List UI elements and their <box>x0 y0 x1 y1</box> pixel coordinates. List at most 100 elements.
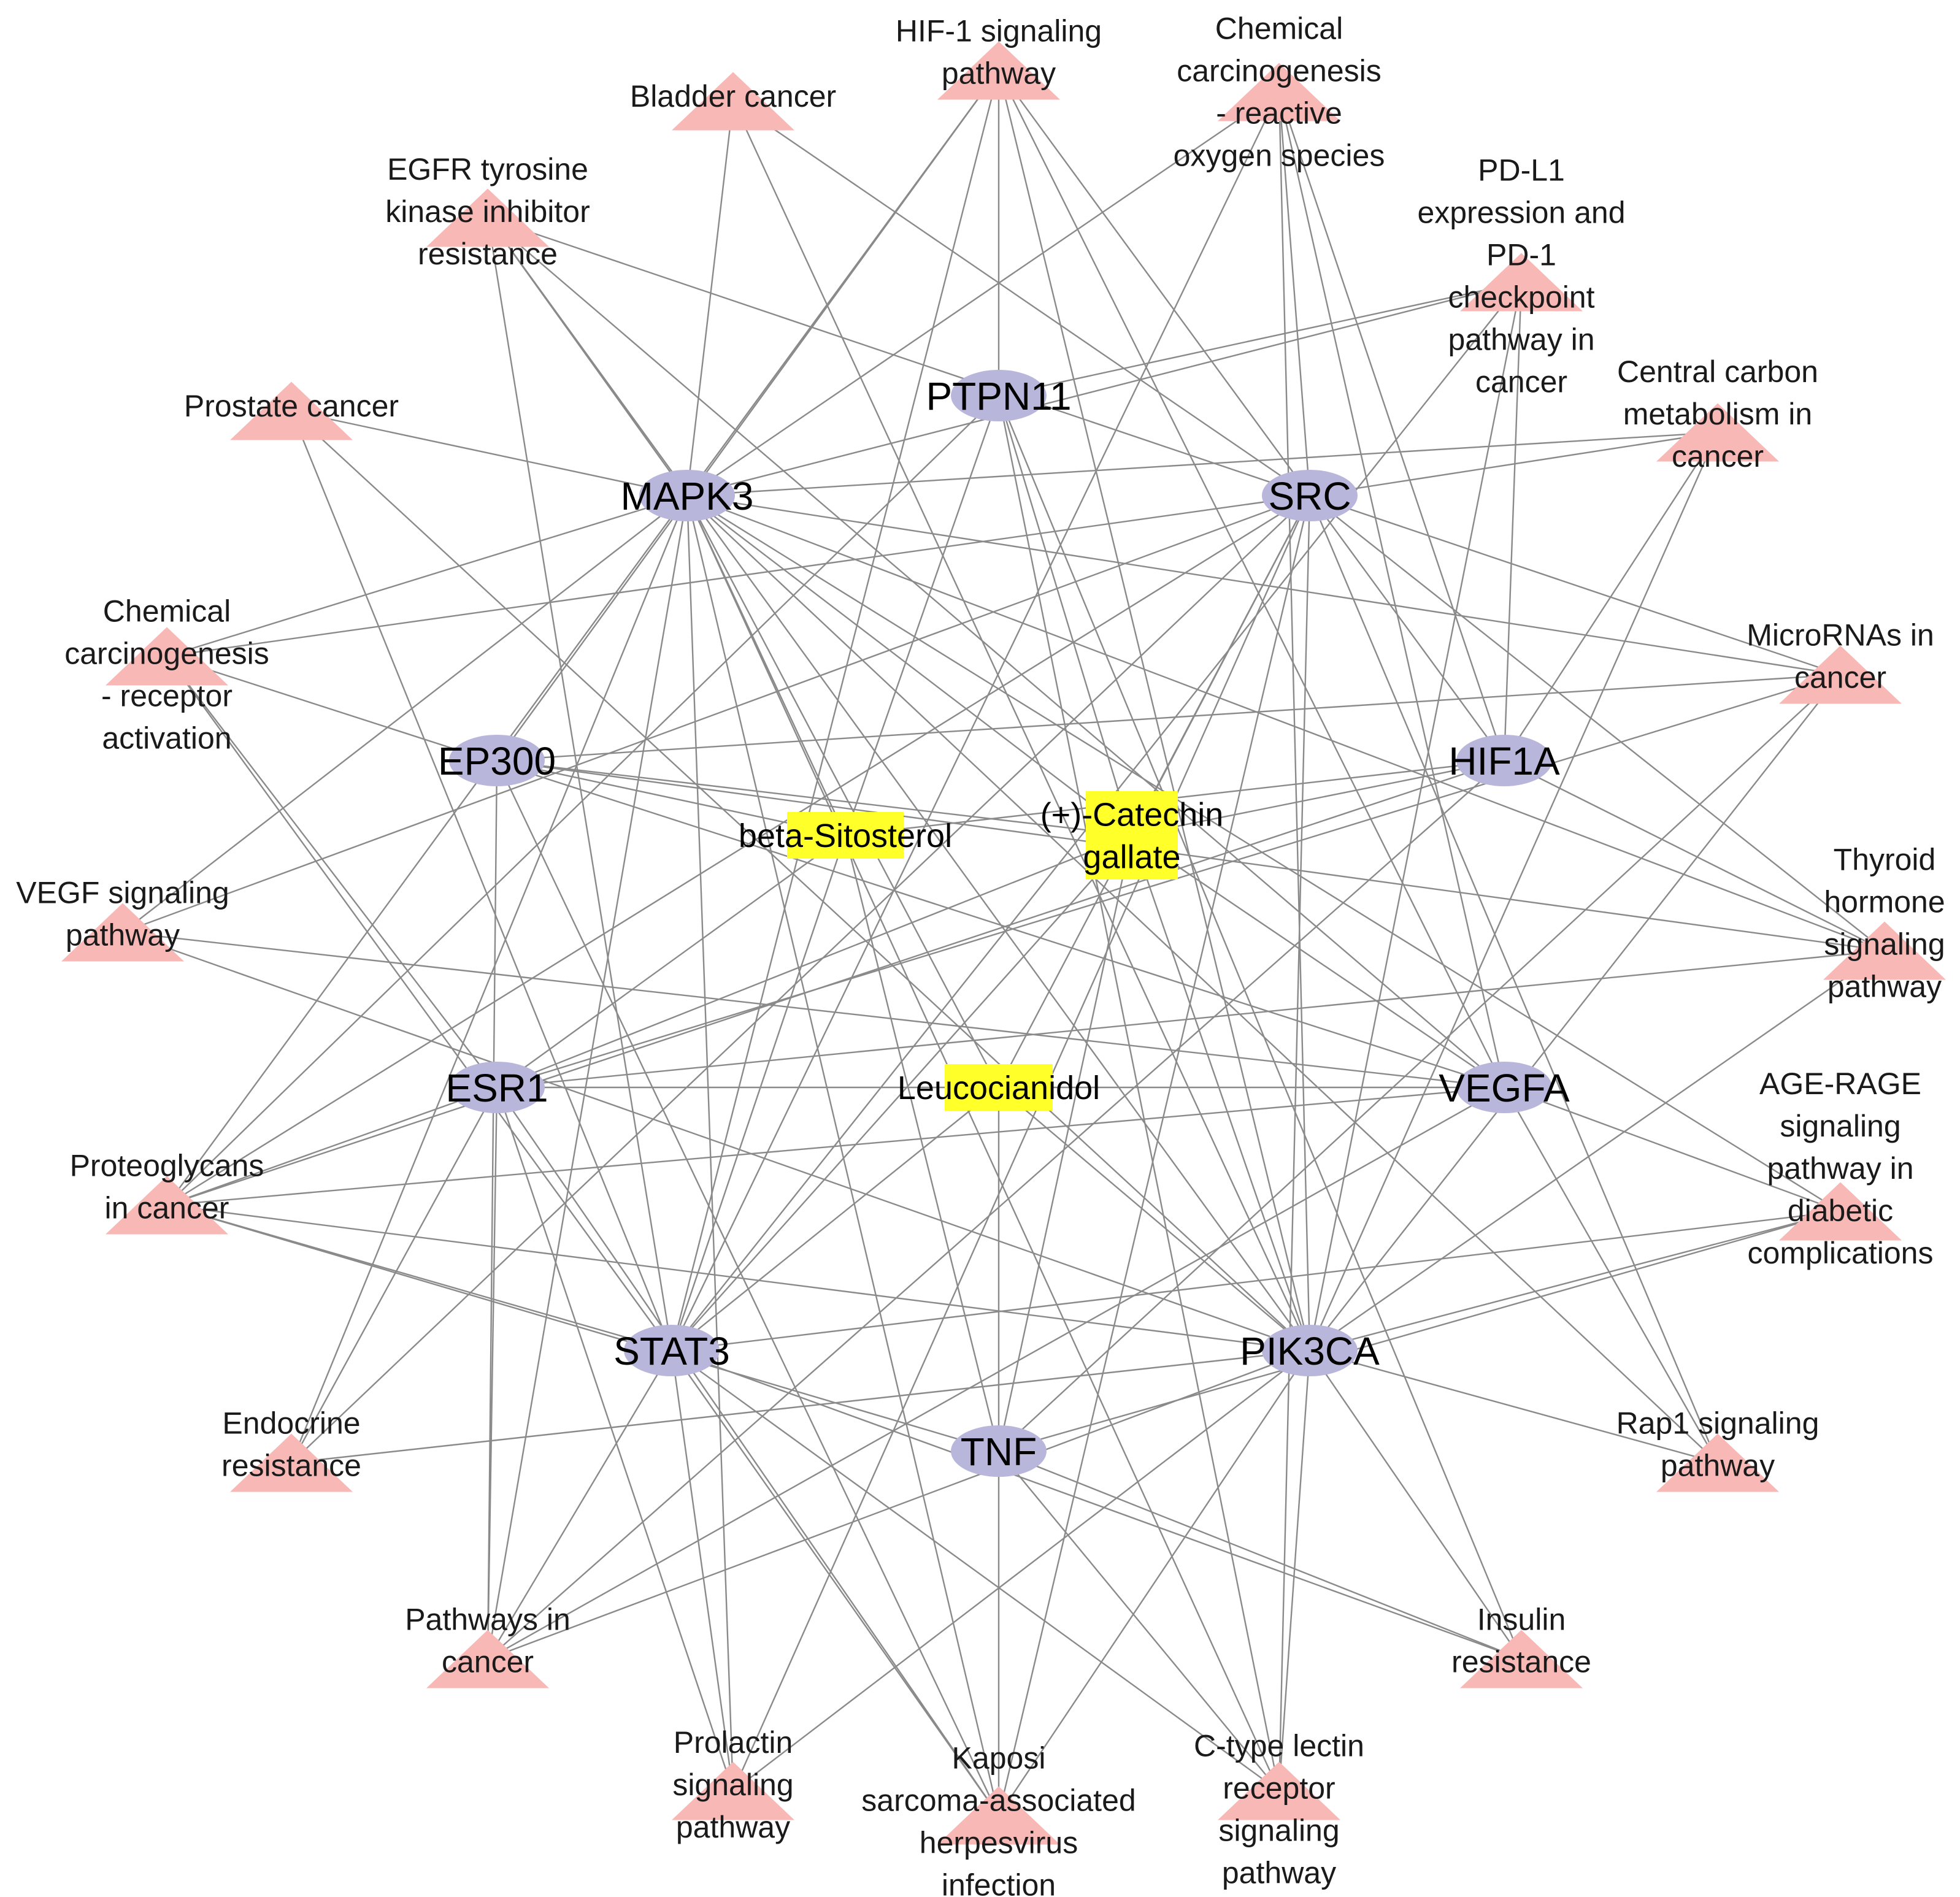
edge-insulin-PIK3CA <box>1309 1350 1522 1660</box>
edge-egfr-PIK3CA <box>487 217 1310 1351</box>
pathway-triangle <box>1656 403 1779 462</box>
pathway-label: pathway <box>1827 970 1942 1004</box>
edge-prostate-MAPK3 <box>291 410 688 497</box>
gene-ellipse <box>1262 470 1358 521</box>
pathway-label: Insulin <box>1477 1603 1566 1637</box>
edge-agerage-MAPK3 <box>686 494 1841 1213</box>
pathway-label: infection <box>942 1868 1056 1897</box>
pathway-label: Rap1 signaling <box>1616 1406 1820 1441</box>
gene-node-PTPN11[interactable]: PTPN11 <box>926 370 1072 421</box>
gene-ellipse <box>624 1325 720 1376</box>
pathway-label: Pathways in <box>405 1603 571 1637</box>
gene-ellipse <box>951 1425 1047 1477</box>
edge-pdl1-HIF1A <box>1503 282 1523 761</box>
edge-proteoglycans-PIK3CA <box>166 1204 1310 1352</box>
edge-betaSitosterol-STAT3 <box>671 835 847 1351</box>
gene-node-ESR1[interactable]: ESR1 <box>445 1062 548 1113</box>
edge-ctype-TNF <box>998 1451 1280 1792</box>
pathway-label: sarcoma-associated <box>861 1784 1136 1818</box>
pathway-label: Chemical <box>103 594 231 629</box>
edge-kaposi-SRC <box>997 495 1311 1816</box>
gene-node-HIF1A[interactable]: HIF1A <box>1448 735 1560 786</box>
edge-kaposi-STAT3 <box>671 1350 999 1816</box>
edge-chemROS-VEGFA <box>1278 91 1505 1088</box>
pathway-label: PD-L1 <box>1478 153 1565 188</box>
edge-rap1-PIK3CA <box>1309 1349 1718 1464</box>
edge-ctype-PTPN11 <box>997 395 1280 1792</box>
gene-node-TNF[interactable]: TNF <box>951 1425 1047 1477</box>
edge-proteoglycans-VEGFA <box>166 1086 1505 1206</box>
edge-prolactin-MAPK3 <box>686 495 734 1792</box>
edge-prolactin-SRC <box>732 495 1311 1792</box>
pathway-triangle <box>937 1786 1060 1845</box>
pathway-triangle <box>1779 1182 1902 1241</box>
pathway-node-bladder[interactable]: Bladder cancer <box>630 72 836 131</box>
pathway-node-prostate[interactable]: Prostate cancer <box>184 381 399 440</box>
gene-node-PIK3CA[interactable]: PIK3CA <box>1240 1325 1380 1376</box>
edge-bladder-PIK3CA <box>732 101 1311 1351</box>
pathway-label: in cancer <box>105 1191 229 1225</box>
compound-node-leucocianidol[interactable]: Leucocianidol <box>897 1064 1100 1111</box>
gene-node-SRC[interactable]: SRC <box>1262 470 1358 521</box>
edge-catechin-EP300 <box>496 759 1132 837</box>
pathway-label: diabetic <box>1788 1194 1893 1228</box>
gene-label: TNF <box>961 1430 1037 1474</box>
pathway-label: cancer <box>1794 661 1886 695</box>
edge-pathways-STAT3 <box>486 1350 673 1660</box>
gene-label: VEGFA <box>1439 1066 1570 1110</box>
pathway-triangle <box>672 72 794 131</box>
pathway-label: pathway in <box>1767 1151 1913 1186</box>
gene-ellipse <box>1262 1325 1358 1376</box>
edge-chemROS-MAPK3 <box>686 91 1280 496</box>
pathway-triangle <box>61 903 184 962</box>
gene-node-STAT3[interactable]: STAT3 <box>613 1325 730 1376</box>
gene-node-VEGFA[interactable]: VEGFA <box>1439 1062 1570 1113</box>
edge-prostate-STAT3 <box>290 410 673 1351</box>
edge-betaSitosterol-PTPN11 <box>844 395 1000 836</box>
edge-egfr-VEGFA <box>487 217 1505 1088</box>
edge-rap1-SRC <box>1309 495 1719 1463</box>
gene-ellipse <box>639 470 735 521</box>
pathway-triangle <box>426 1630 549 1688</box>
edge-egfr-SRC <box>487 217 1310 497</box>
edge-mirna-ESR1 <box>496 673 1841 1089</box>
edge-ctype-MAPK3 <box>686 495 1280 1792</box>
gene-node-EP300[interactable]: EP300 <box>438 735 556 786</box>
edge-catechin-ESR1 <box>496 834 1132 1089</box>
pathway-triangle <box>1823 921 1946 980</box>
gene-label: HIF1A <box>1448 739 1560 783</box>
edge-prostate-PIK3CA <box>291 410 1310 1351</box>
edge-leucocianidol-PIK3CA <box>998 1087 1310 1351</box>
compound-node-betaSitosterol[interactable]: beta-Sitosterol <box>739 812 952 859</box>
pathway-label: AGE-RAGE <box>1759 1067 1921 1101</box>
gene-label: STAT3 <box>613 1329 730 1373</box>
edge-endocrine-PIK3CA <box>291 1349 1310 1464</box>
edge-insulin-STAT3 <box>671 1349 1522 1660</box>
gene-node-MAPK3[interactable]: MAPK3 <box>621 470 754 521</box>
edge-chemRA-SRC <box>166 494 1310 657</box>
pathway-node-kaposi[interactable]: Kaposisarcoma-associatedherpesvirusinfec… <box>861 1741 1136 1897</box>
edge-egfr-STAT3 <box>486 217 673 1351</box>
pathway-triangle <box>1460 1630 1583 1688</box>
edge-agerage-TNF <box>998 1210 1841 1452</box>
edge-layer <box>122 70 1885 1816</box>
edge-catechin-STAT3 <box>671 835 1132 1351</box>
